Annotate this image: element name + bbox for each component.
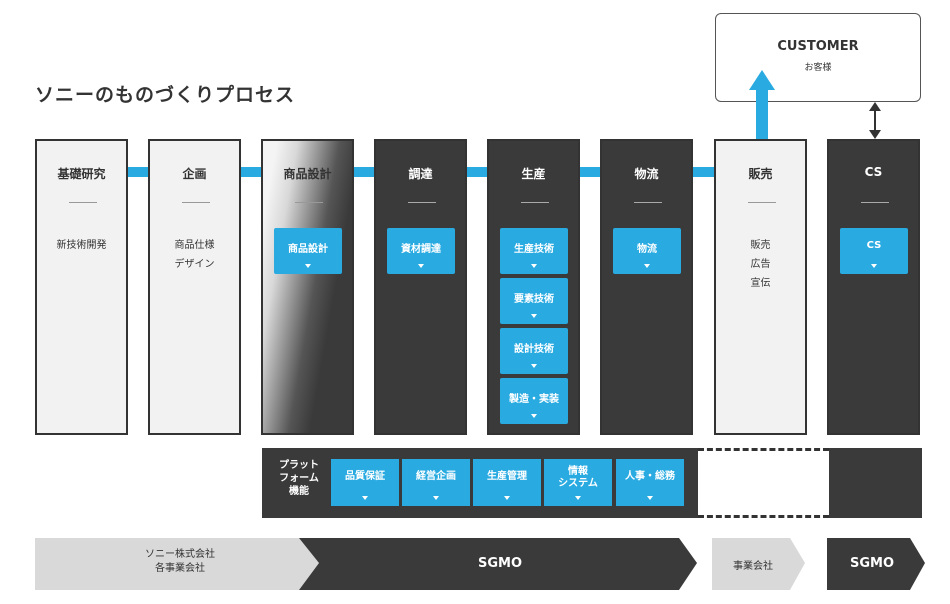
connector xyxy=(467,167,490,177)
button-label: 要素技術 xyxy=(514,294,554,305)
production-management-button[interactable]: 生産管理 xyxy=(473,459,541,506)
column-heading: CS xyxy=(864,165,883,179)
corporate-planning-button[interactable]: 経営企画 xyxy=(402,459,470,506)
button-label: 情報 xyxy=(568,466,588,477)
connector xyxy=(693,167,716,177)
customer-title: CUSTOMER xyxy=(777,39,859,54)
divider xyxy=(861,202,889,203)
button-label: 人事・総務 xyxy=(625,471,675,482)
column-item: 新技術開発 xyxy=(56,240,107,251)
arrow-up-icon xyxy=(749,70,775,142)
chevron-down-icon xyxy=(531,314,537,318)
page-title: ソニーのものづくりプロセス xyxy=(35,84,296,106)
column-item: 宣伝 xyxy=(750,278,771,289)
sgmo-main-label: SGMO xyxy=(477,556,523,571)
column-heading: 販売 xyxy=(748,167,773,181)
button-label: 生産技術 xyxy=(514,244,554,255)
business-company-band xyxy=(712,538,805,590)
chevron-down-icon xyxy=(531,264,537,268)
divider xyxy=(69,202,97,203)
column-heading: 物流 xyxy=(634,167,659,181)
divider xyxy=(634,202,662,203)
platform-label: プラット フォーム 機能 xyxy=(279,460,319,497)
column-logistics: 物流 物流 xyxy=(600,139,693,435)
button-label: 設計技術 xyxy=(514,344,554,355)
column-heading: 基礎研究 xyxy=(57,167,106,181)
chevron-down-icon xyxy=(504,496,510,500)
procurement-button[interactable]: 資材調達 xyxy=(387,228,455,274)
cs-button[interactable]: CS xyxy=(840,228,908,274)
button-label: 商品設計 xyxy=(288,244,328,255)
column-item: デザイン xyxy=(174,259,215,270)
platform-dashed-gap xyxy=(698,448,829,518)
column-basic-research: 基礎研究 新技術開発 xyxy=(35,139,128,435)
organization-band xyxy=(35,538,925,590)
column-heading: 調達 xyxy=(408,167,433,181)
sgmo-main-band xyxy=(299,538,697,590)
button-label: 製造・実装 xyxy=(509,394,559,405)
column-planning: 企画 商品仕様 デザイン xyxy=(148,139,241,435)
logistics-button[interactable]: 物流 xyxy=(613,228,681,274)
element-technology-button[interactable]: 要素技術 xyxy=(500,278,568,324)
sgmo-cs-band xyxy=(827,538,925,590)
column-item: 広告 xyxy=(750,259,771,270)
chevron-down-icon xyxy=(644,264,650,268)
chevron-down-icon xyxy=(362,496,368,500)
hr-general-affairs-button[interactable]: 人事・総務 xyxy=(616,459,684,506)
connector xyxy=(580,167,603,177)
chevron-down-icon xyxy=(433,496,439,500)
platform-cs-block xyxy=(829,448,922,518)
double-arrow-icon xyxy=(869,102,881,139)
button-label: 物流 xyxy=(637,244,657,255)
button-label: 資材調達 xyxy=(401,244,441,255)
divider xyxy=(748,202,776,203)
divider xyxy=(295,202,323,203)
sgmo-cs-label: SGMO xyxy=(849,556,895,571)
column-heading: 生産 xyxy=(521,167,546,181)
column-sales: 販売 販売 広告 宣伝 xyxy=(714,139,807,435)
connector xyxy=(241,167,264,177)
customer-subtitle: お客様 xyxy=(804,63,832,73)
column-product-design: 商品設計 商品設計 xyxy=(261,139,354,435)
button-label: システム xyxy=(558,478,598,489)
column-production: 生産 生産技術 要素技術 設計技術 製造・実装 xyxy=(487,139,580,435)
information-system-button[interactable]: 情報 システム xyxy=(544,459,612,506)
sony-band-label: ソニー株式会社 各事業会社 xyxy=(145,549,215,574)
divider xyxy=(182,202,210,203)
button-label: 生産管理 xyxy=(487,471,527,482)
chevron-down-icon xyxy=(305,264,311,268)
production-engineering-button[interactable]: 生産技術 xyxy=(500,228,568,274)
button-label: 品質保証 xyxy=(345,471,385,482)
chevron-down-icon xyxy=(647,496,653,500)
divider xyxy=(408,202,436,203)
connector xyxy=(128,167,151,177)
column-item: 販売 xyxy=(750,240,771,251)
business-company-label: 事業会社 xyxy=(733,561,773,572)
column-procurement: 調達 資材調達 xyxy=(374,139,467,435)
divider xyxy=(521,202,549,203)
column-heading: 商品設計 xyxy=(283,167,332,181)
manufacturing-button[interactable]: 製造・実装 xyxy=(500,378,568,424)
button-label: 経営企画 xyxy=(416,471,456,482)
product-design-button[interactable]: 商品設計 xyxy=(274,228,342,274)
chevron-down-icon xyxy=(871,264,877,268)
connector xyxy=(354,167,377,177)
column-cs: CS CS xyxy=(827,139,920,435)
design-technology-button[interactable]: 設計技術 xyxy=(500,328,568,374)
button-label: CS xyxy=(866,240,882,251)
customer-box: CUSTOMER お客様 xyxy=(715,13,921,102)
sony-band xyxy=(35,538,319,590)
chevron-down-icon xyxy=(418,264,424,268)
column-item: 商品仕様 xyxy=(174,240,215,251)
column-heading: 企画 xyxy=(182,167,207,181)
chevron-down-icon xyxy=(531,414,537,418)
quality-assurance-button[interactable]: 品質保証 xyxy=(331,459,399,506)
chevron-down-icon xyxy=(531,364,537,368)
chevron-down-icon xyxy=(575,496,581,500)
